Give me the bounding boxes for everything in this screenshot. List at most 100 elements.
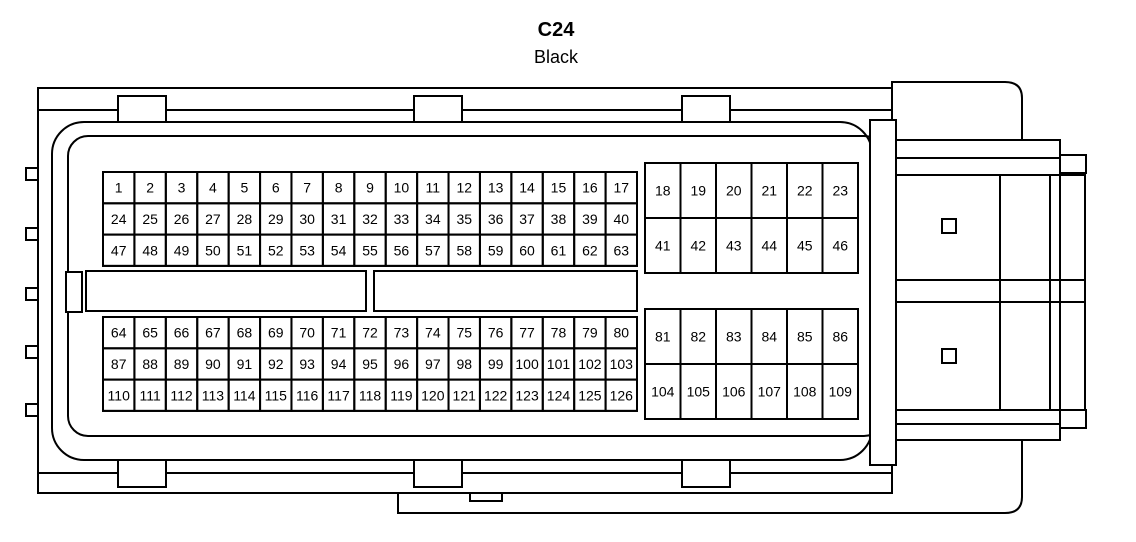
pin-label: 105 xyxy=(687,384,711,400)
pin-label: 68 xyxy=(237,325,253,341)
pin-label: 97 xyxy=(425,356,441,372)
pin-label: 54 xyxy=(331,242,347,258)
pin-label: 102 xyxy=(578,356,602,372)
pin-label: 55 xyxy=(362,242,378,258)
pin-label: 4 xyxy=(209,180,217,196)
pin-label: 6 xyxy=(272,180,280,196)
pin-label: 78 xyxy=(551,325,567,341)
pin-label: 21 xyxy=(761,183,777,199)
pin-label: 72 xyxy=(362,325,378,341)
pin-label: 62 xyxy=(582,242,598,258)
pin-label: 16 xyxy=(582,180,598,196)
pin-label: 11 xyxy=(426,180,441,196)
pin-label: 40 xyxy=(614,211,630,227)
pin-label: 82 xyxy=(690,329,706,345)
latch-hole xyxy=(941,348,957,364)
pin-label: 116 xyxy=(296,387,319,403)
pin-label: 125 xyxy=(578,387,602,403)
pin-label: 23 xyxy=(832,183,848,199)
pin-label: 122 xyxy=(484,387,508,403)
pin-label: 118 xyxy=(359,387,382,403)
pin-label: 103 xyxy=(610,356,634,372)
pin-label: 71 xyxy=(331,325,347,341)
pin-label: 107 xyxy=(758,384,782,400)
pin-label: 99 xyxy=(488,356,504,372)
pin-label: 111 xyxy=(139,387,160,403)
pin-block-frame xyxy=(102,171,638,267)
pin-label: 79 xyxy=(582,325,598,341)
pin-label: 34 xyxy=(425,211,441,227)
pin-label: 52 xyxy=(268,242,284,258)
pin-label: 35 xyxy=(456,211,472,227)
pin-label: 120 xyxy=(421,387,445,403)
pin-label: 115 xyxy=(265,387,288,403)
pin-label: 89 xyxy=(174,356,190,372)
pin-label: 60 xyxy=(519,242,535,258)
pin-label: 119 xyxy=(390,387,413,403)
latch-hole xyxy=(941,218,957,234)
pin-label: 26 xyxy=(174,211,190,227)
pin-label: 108 xyxy=(793,384,817,400)
pin-label: 106 xyxy=(722,384,746,400)
pin-label: 126 xyxy=(610,387,634,403)
pin-label: 93 xyxy=(299,356,315,372)
pin-label: 51 xyxy=(237,242,253,258)
pin-label: 47 xyxy=(111,242,127,258)
pin-label: 36 xyxy=(488,211,504,227)
pin-label: 7 xyxy=(303,180,311,196)
connector-housing xyxy=(25,81,1087,514)
pin-label: 63 xyxy=(614,242,630,258)
pin-label: 28 xyxy=(237,211,253,227)
pin-label: 20 xyxy=(726,183,742,199)
pin-label: 73 xyxy=(394,325,410,341)
pin-label: 44 xyxy=(761,238,777,254)
pin-label: 69 xyxy=(268,325,284,341)
connector-color: Black xyxy=(534,47,579,67)
pin-cell xyxy=(821,217,859,274)
pin-label: 100 xyxy=(515,356,539,372)
pin-label: 5 xyxy=(240,180,248,196)
pin-label: 48 xyxy=(142,242,158,258)
pin-label: 114 xyxy=(233,387,256,403)
pin-label: 18 xyxy=(655,183,671,199)
pin-label: 124 xyxy=(547,387,571,403)
pin-label: 84 xyxy=(761,329,777,345)
pin-label: 29 xyxy=(268,211,284,227)
pin-label: 76 xyxy=(488,325,504,341)
pin-label: 9 xyxy=(366,180,374,196)
pin-label: 109 xyxy=(829,384,853,400)
pin-cell xyxy=(604,233,639,267)
pin-label: 39 xyxy=(582,211,598,227)
pin-label: 57 xyxy=(425,242,441,258)
pin-label: 87 xyxy=(111,356,127,372)
pin-label: 123 xyxy=(515,387,539,403)
pin-label: 83 xyxy=(726,329,742,345)
center-bar-right xyxy=(373,270,638,312)
pin-label: 95 xyxy=(362,356,378,372)
pin-label: 70 xyxy=(299,325,315,341)
pin-label: 65 xyxy=(142,325,158,341)
pin-label: 25 xyxy=(142,211,158,227)
pin-label: 88 xyxy=(142,356,158,372)
pin-label: 59 xyxy=(488,242,504,258)
pin-block-frame xyxy=(102,316,638,412)
pin-label: 58 xyxy=(456,242,472,258)
pin-label: 14 xyxy=(519,180,535,196)
pin-label: 12 xyxy=(456,180,472,196)
pin-label: 42 xyxy=(690,238,706,254)
pin-cell xyxy=(604,378,639,412)
pin-label: 37 xyxy=(519,211,535,227)
pin-label: 13 xyxy=(488,180,504,196)
pin-label: 110 xyxy=(108,387,131,403)
pin-label: 74 xyxy=(425,325,441,341)
pin-label: 46 xyxy=(832,238,848,254)
pin-label: 81 xyxy=(655,329,671,345)
pin-label: 96 xyxy=(394,356,410,372)
pin-label: 113 xyxy=(202,387,225,403)
pin-label: 117 xyxy=(327,387,350,403)
pin-label: 85 xyxy=(797,329,813,345)
